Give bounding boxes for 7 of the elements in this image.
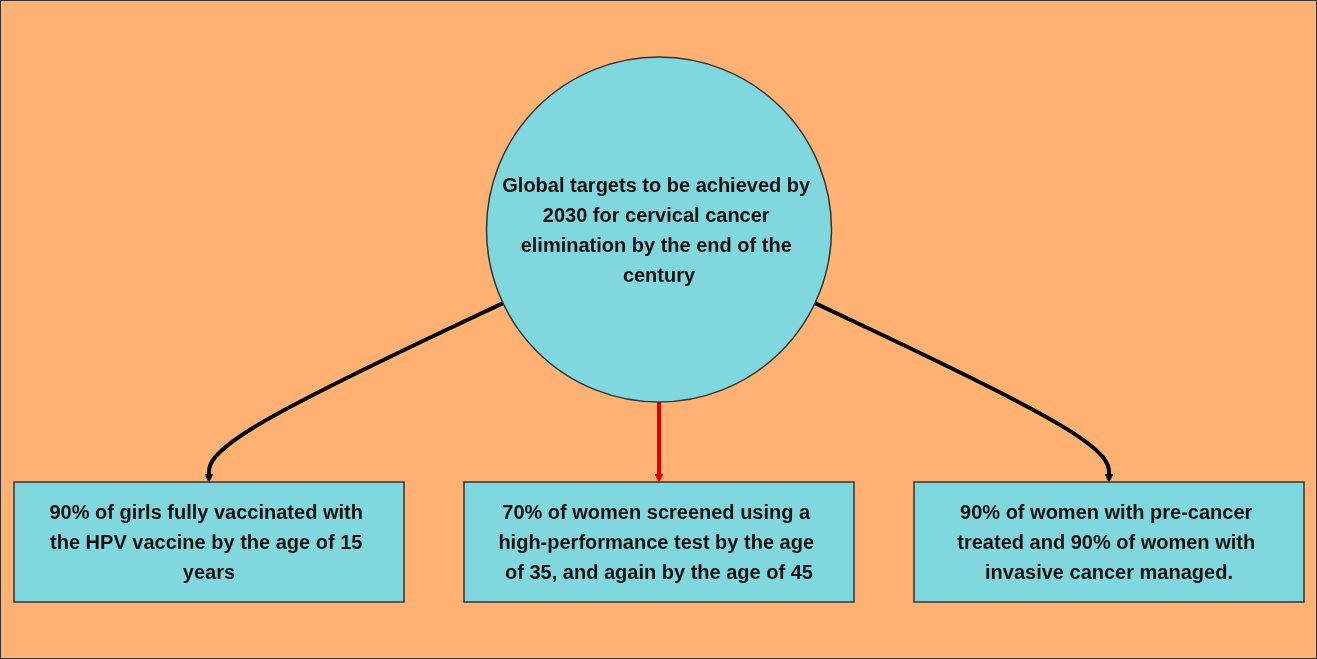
node-circle: Global targets to be achieved by 2030 for cervical cancer elimination by the end of the century: [485, 56, 832, 403]
node-box: 90% of women with pre-cancer treated and 90% of women with invasive cancer managed.: [912, 481, 1305, 603]
node-box: 90% of girls fully vaccinated with the HPV vaccine by the age of 15 years: [12, 481, 405, 603]
arrow: [204, 301, 504, 483]
node-box: 70% of women screened using a high-performance test by the age of 35, and again by the age of 45: [462, 481, 855, 603]
arrow: [654, 402, 663, 483]
arrow: [813, 301, 1113, 483]
